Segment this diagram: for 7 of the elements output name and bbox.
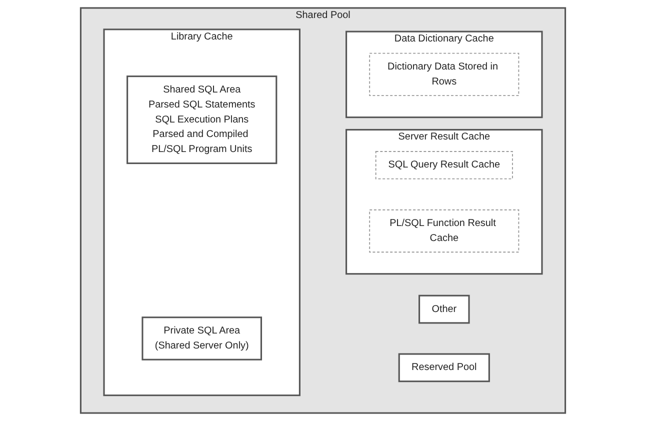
node-box: Private SQL Area (Shared Server Only)	[142, 316, 262, 360]
node-box: PL/SQL Function Result Cache	[369, 209, 520, 253]
node-box: Reserved Pool	[398, 353, 490, 382]
node-box: Shared SQL Area Parsed SQL Statements SQL Execution Plans Parsed and Compiled PL/SQL Program Units	[126, 76, 278, 164]
node-box: SQL Query Result Cache	[375, 151, 513, 180]
node-box: Dictionary Data Stored in Rows	[369, 52, 520, 96]
node-box: Other	[418, 294, 470, 324]
